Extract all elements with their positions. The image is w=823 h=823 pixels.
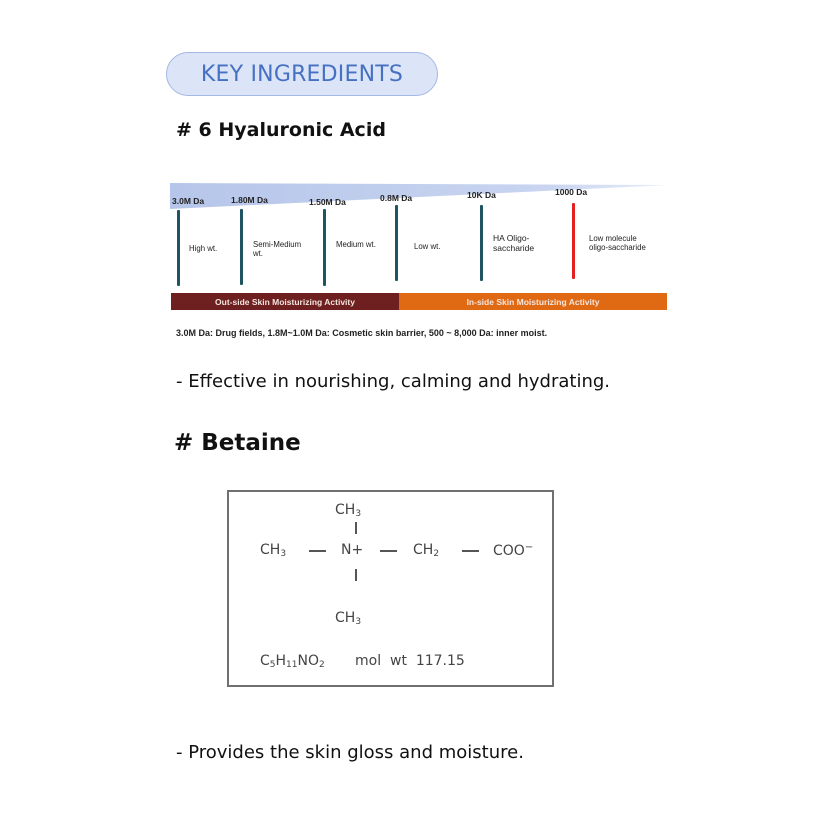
methylene-group: CH2 bbox=[413, 542, 440, 559]
category-low-wt: Low wt. bbox=[414, 242, 441, 251]
category-semi-medium-wt: Semi-Medium wt. bbox=[253, 240, 302, 258]
category-medium-wt: Medium wt. bbox=[336, 240, 376, 249]
dalton-usage-note: 3.0M Da: Drug fields, 1.8M~1.0M Da: Cosm… bbox=[176, 328, 548, 338]
bottom-methyl-group: CH3 bbox=[335, 610, 362, 627]
key-ingredients-label: KEY INGREDIENTS bbox=[200, 61, 404, 87]
category-ha-oligosaccharide: HA Oligo- saccharide bbox=[493, 233, 535, 253]
da-label-1000: 1000 Da bbox=[555, 187, 588, 197]
bottom-bond bbox=[355, 569, 357, 581]
molecular-formula: C5H11NO2 bbox=[260, 653, 325, 670]
right-bond-1 bbox=[380, 550, 397, 552]
weight-bar-low-molecule bbox=[572, 203, 575, 279]
betaine-heading: # Betaine bbox=[174, 430, 301, 456]
da-label-3m: 3.0M Da bbox=[172, 196, 205, 206]
right-bond-2 bbox=[462, 550, 479, 552]
category-low-molecule-oligosaccharide: Low molecule oligo-saccharide bbox=[589, 234, 646, 252]
weight-bar-low bbox=[395, 205, 398, 281]
top-methyl-group: CH3 bbox=[335, 502, 362, 519]
top-bond bbox=[355, 522, 357, 534]
category-high-wt: High wt. bbox=[189, 244, 218, 253]
inside-moisturizing-band: In-side Skin Moisturizing Activity bbox=[399, 293, 667, 310]
da-label-10k: 10K Da bbox=[467, 190, 496, 200]
carboxylate-group: COO− bbox=[493, 542, 534, 559]
betaine-benefit-text: - Provides the skin gloss and moisture. bbox=[176, 742, 524, 763]
hyaluronic-benefit-text: - Effective in nourishing, calming and h… bbox=[176, 371, 611, 392]
outside-moisturizing-band: Out-side Skin Moisturizing Activity bbox=[171, 293, 399, 310]
weight-bar-semi-medium bbox=[240, 209, 243, 285]
da-label-0-8m: 0.8M Da bbox=[380, 193, 413, 203]
left-bond bbox=[309, 550, 326, 552]
da-label-1-80m: 1.80M Da bbox=[231, 195, 268, 205]
molecular-weight-wedge-icon bbox=[170, 183, 668, 209]
nitrogen-center: N+ bbox=[341, 542, 364, 558]
molecular-weight: mol wt 117.15 bbox=[355, 653, 465, 669]
weight-bar-ha-oligo bbox=[480, 205, 483, 281]
left-methyl-group: CH3 bbox=[260, 542, 287, 559]
key-ingredients-pill: KEY INGREDIENTS bbox=[166, 52, 438, 96]
weight-bar-high bbox=[177, 210, 180, 286]
da-label-1-50m: 1.50M Da bbox=[309, 197, 346, 207]
betaine-structure-box: CH3 CH3 N+ CH2 COO− CH3 C5H11NO2 mol wt … bbox=[227, 490, 554, 687]
weight-bar-medium bbox=[323, 209, 326, 286]
hyaluronic-acid-heading: # 6 Hyaluronic Acid bbox=[176, 119, 386, 141]
hyaluronic-weight-diagram: 3.0M Da 1.80M Da 1.50M Da 0.8M Da 10K Da… bbox=[170, 181, 668, 313]
